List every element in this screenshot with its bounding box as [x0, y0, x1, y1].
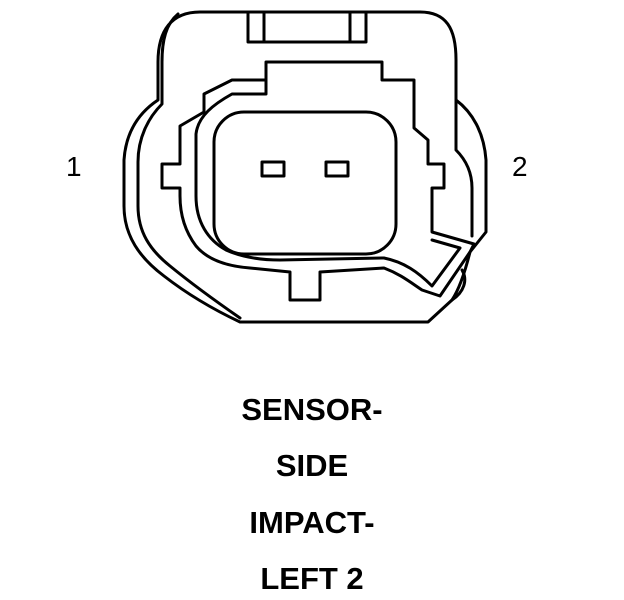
caption-line-1: SENSOR- [241, 392, 383, 427]
top-latch [246, 10, 368, 44]
housing-right-bump [450, 268, 467, 302]
caption-line-2: SIDE [275, 448, 349, 483]
inner-keyed-shell [160, 60, 476, 302]
inner-shell-depth-line [194, 78, 462, 288]
pin-label-2: 2 [512, 151, 528, 182]
pin-cavity [212, 110, 398, 256]
terminal-slot-1 [260, 160, 286, 178]
terminal-slot-2 [324, 160, 350, 178]
caption-line-4: LEFT 2 [260, 561, 364, 596]
connector-housing-outline [122, 10, 488, 324]
top-latch-inner [262, 10, 352, 44]
housing-left-contour [136, 12, 242, 320]
caption-line-3: IMPACT- [249, 505, 375, 540]
pin-label-1: 1 [66, 151, 82, 182]
housing-right-contour [454, 98, 474, 238]
